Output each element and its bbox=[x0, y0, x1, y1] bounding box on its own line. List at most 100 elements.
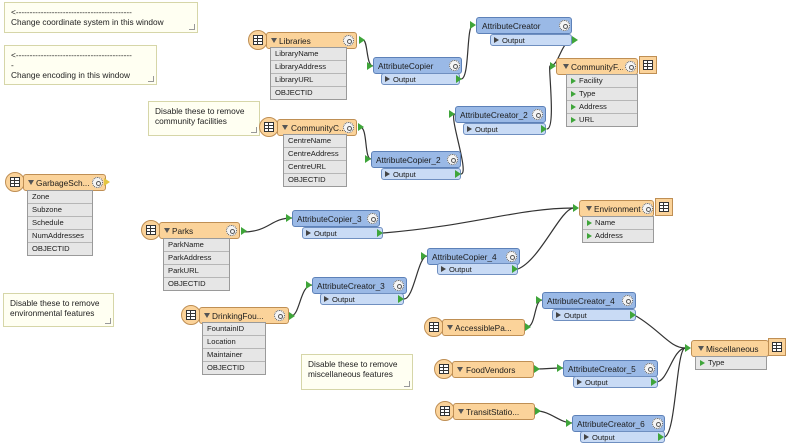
output-port-arrow-icon[interactable] bbox=[289, 312, 295, 320]
output-port-arrow-icon[interactable] bbox=[535, 407, 541, 415]
gear-icon[interactable] bbox=[343, 122, 354, 133]
gear-icon[interactable] bbox=[449, 60, 460, 71]
output-port-arrow-icon[interactable] bbox=[455, 170, 461, 178]
output-port-arrow-icon[interactable] bbox=[525, 323, 531, 331]
input-port-arrow-icon[interactable] bbox=[365, 155, 371, 163]
gear-icon[interactable] bbox=[652, 418, 663, 429]
transformer-attributecreator-6[interactable]: AttributeCreator_6 bbox=[572, 415, 665, 432]
transformer-attributecreator-3[interactable]: AttributeCreator_3 bbox=[312, 277, 407, 294]
collapse-icon[interactable] bbox=[447, 325, 453, 330]
gear-icon[interactable] bbox=[367, 213, 378, 224]
transformer-attributecopier-2[interactable]: AttributeCopier_2 bbox=[371, 151, 461, 168]
gear-icon[interactable] bbox=[532, 109, 543, 120]
output-port[interactable]: Output bbox=[381, 168, 461, 180]
collapse-icon[interactable] bbox=[164, 228, 170, 233]
reader-parks[interactable]: Parks bbox=[159, 222, 240, 239]
gear-icon[interactable] bbox=[622, 295, 633, 306]
transformer-attributecreator[interactable]: AttributeCreator bbox=[476, 17, 572, 34]
collapse-icon[interactable] bbox=[28, 180, 34, 185]
attribute-list: ParkName ParkAddress ParkURL OBJECTID bbox=[163, 238, 230, 291]
gear-icon[interactable] bbox=[92, 177, 103, 188]
output-port[interactable]: Output bbox=[490, 34, 572, 46]
annotation-coordinate-system[interactable]: <---------------------------------------… bbox=[4, 2, 198, 33]
collapse-icon[interactable] bbox=[282, 125, 288, 130]
output-port[interactable]: Output bbox=[580, 431, 665, 443]
collapse-icon[interactable] bbox=[586, 206, 592, 211]
input-port-arrow-icon[interactable] bbox=[367, 62, 373, 70]
output-port[interactable]: Output bbox=[463, 123, 546, 135]
input-port-arrow-icon[interactable] bbox=[286, 214, 292, 222]
writer-community-facilities[interactable]: CommunityF... bbox=[556, 58, 638, 75]
gear-icon[interactable] bbox=[506, 251, 517, 262]
reader-title: GarbageSch... bbox=[36, 178, 90, 188]
collapse-icon[interactable] bbox=[563, 64, 569, 69]
output-port-arrow-icon[interactable] bbox=[241, 227, 247, 235]
gear-icon[interactable] bbox=[559, 20, 570, 31]
attribute-label: Type bbox=[579, 89, 596, 98]
output-port-arrow-icon[interactable] bbox=[630, 311, 636, 319]
reader-garbage-schedule[interactable]: GarbageSch... bbox=[23, 174, 106, 191]
writer-environment[interactable]: Environment bbox=[579, 200, 654, 217]
annotation-miscellaneous[interactable]: Disable these to remove miscellaneous fe… bbox=[301, 354, 413, 390]
annotation-encoding[interactable]: <---------------------------------------… bbox=[4, 45, 157, 85]
input-port-arrow-icon[interactable] bbox=[421, 252, 427, 260]
transformer-attributecopier[interactable]: AttributeCopier bbox=[373, 57, 462, 74]
input-port-arrow-icon[interactable] bbox=[550, 62, 556, 70]
input-port-arrow-icon[interactable] bbox=[557, 364, 563, 372]
attribute-input-icon bbox=[587, 233, 592, 239]
output-port-arrow-icon[interactable] bbox=[398, 295, 404, 303]
annotation-environmental[interactable]: Disable these to remove environmental fe… bbox=[3, 293, 114, 327]
writer-format-icon bbox=[639, 56, 657, 74]
transformer-attributecreator-5[interactable]: AttributeCreator_5 bbox=[563, 360, 658, 377]
input-port-arrow-icon[interactable] bbox=[685, 344, 691, 352]
collapse-icon[interactable] bbox=[204, 313, 210, 318]
gear-icon[interactable] bbox=[447, 154, 458, 165]
collapse-icon[interactable] bbox=[698, 346, 704, 351]
connection-attributecreator3-to-attributecopier4 bbox=[403, 255, 428, 300]
gear-icon[interactable] bbox=[393, 280, 404, 291]
output-port-arrow-icon[interactable] bbox=[534, 365, 540, 373]
input-port-arrow-icon[interactable] bbox=[449, 110, 455, 118]
output-port-arrow-icon[interactable] bbox=[104, 178, 110, 186]
collapse-icon[interactable] bbox=[271, 38, 277, 43]
attribute-input-icon bbox=[571, 91, 576, 97]
output-port-arrow-icon[interactable] bbox=[572, 36, 578, 44]
output-port-arrow-icon[interactable] bbox=[658, 433, 664, 441]
transformer-attributecreator-4[interactable]: AttributeCreator_4 bbox=[542, 292, 636, 309]
gear-icon[interactable] bbox=[343, 35, 354, 46]
output-port-arrow-icon[interactable] bbox=[456, 75, 462, 83]
input-port-arrow-icon[interactable] bbox=[470, 21, 476, 29]
output-port-arrow-icon[interactable] bbox=[651, 378, 657, 386]
transformer-attributecreator-2[interactable]: AttributeCreator_2 bbox=[455, 106, 546, 123]
gear-icon[interactable] bbox=[642, 203, 653, 214]
output-port[interactable]: Output bbox=[302, 227, 383, 239]
annotation-community[interactable]: Disable these to remove community facili… bbox=[148, 101, 260, 136]
writer-miscellaneous[interactable]: Miscellaneous bbox=[691, 340, 769, 357]
output-port[interactable]: Output bbox=[573, 376, 658, 388]
output-port-arrow-icon[interactable] bbox=[541, 125, 547, 133]
gear-icon[interactable] bbox=[625, 61, 636, 72]
attribute-list: LibraryName LibraryAddress LibraryURL OB… bbox=[270, 47, 347, 100]
transformer-attributecopier-3[interactable]: AttributeCopier_3 bbox=[292, 210, 380, 227]
reader-food-vendors[interactable]: FoodVendors bbox=[452, 361, 534, 378]
input-port-arrow-icon[interactable] bbox=[573, 204, 579, 212]
output-port-arrow-icon[interactable] bbox=[358, 123, 364, 131]
output-port[interactable]: Output bbox=[437, 263, 518, 275]
gear-icon[interactable] bbox=[274, 310, 285, 321]
reader-transit-stations[interactable]: TransitStatio... bbox=[453, 403, 535, 420]
gear-icon[interactable] bbox=[226, 225, 237, 236]
output-port-arrow-icon[interactable] bbox=[377, 229, 383, 237]
input-port-arrow-icon[interactable] bbox=[536, 296, 542, 304]
input-port-arrow-icon[interactable] bbox=[306, 281, 312, 289]
output-port[interactable]: Output bbox=[552, 309, 636, 321]
collapse-icon[interactable] bbox=[458, 409, 464, 414]
collapse-icon[interactable] bbox=[457, 367, 463, 372]
reader-accessible-parking[interactable]: AccessiblePa... bbox=[442, 319, 525, 336]
output-port-arrow-icon[interactable] bbox=[512, 265, 518, 273]
output-port[interactable]: Output bbox=[381, 73, 460, 85]
input-port-arrow-icon[interactable] bbox=[566, 419, 572, 427]
gear-icon[interactable] bbox=[644, 363, 655, 374]
output-port[interactable]: Output bbox=[320, 293, 404, 305]
output-port-arrow-icon[interactable] bbox=[359, 36, 365, 44]
